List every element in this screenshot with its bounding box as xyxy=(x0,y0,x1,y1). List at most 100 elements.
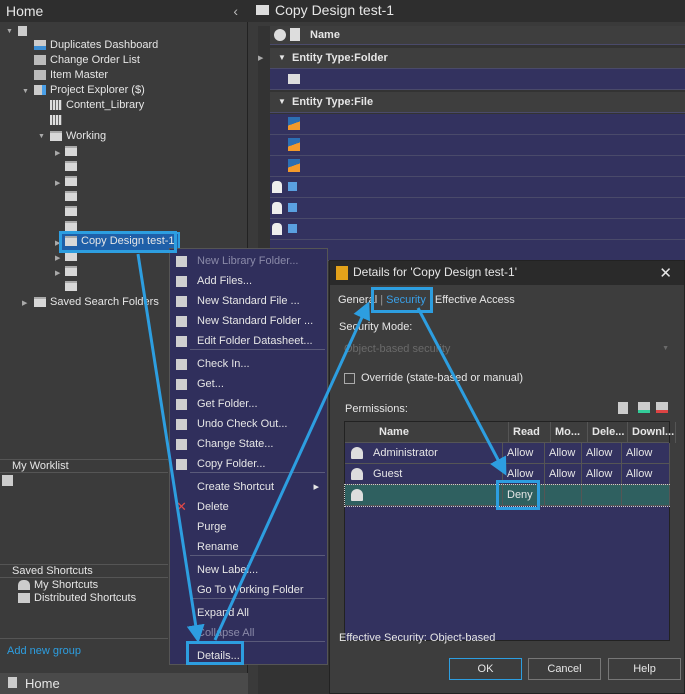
tree-item-working[interactable]: Working xyxy=(50,129,106,144)
column-header[interactable]: Dele... xyxy=(588,422,628,443)
copy-icon[interactable] xyxy=(618,402,628,414)
name-column-header[interactable]: Name xyxy=(310,29,340,41)
menu-item-expand-all[interactable]: Expand All xyxy=(170,603,327,623)
close-icon[interactable]: ✕ xyxy=(659,265,672,282)
tree-item-library[interactable] xyxy=(50,113,66,128)
menu-item-delete[interactable]: ✕Delete xyxy=(170,497,327,517)
menu-item-edit-folder-datasheet[interactable]: Edit Folder Datasheet... xyxy=(170,331,327,351)
tree-item-copy-design-test-1[interactable]: Copy Design test-1 xyxy=(60,232,180,252)
override-checkbox[interactable] xyxy=(344,373,355,384)
shortcut-distributed-shortcuts[interactable]: Distributed Shortcuts xyxy=(18,591,136,606)
menu-item-get-folder[interactable]: Get Folder... xyxy=(170,394,327,414)
tree-item-saved-search-folders[interactable]: Saved Search Folders xyxy=(34,295,159,310)
expand-icon[interactable]: ▼ xyxy=(6,28,13,35)
tree-folder[interactable] xyxy=(65,219,81,234)
lock-icon xyxy=(272,181,282,193)
label: Add Files... xyxy=(197,275,253,287)
change-state-icon xyxy=(176,439,187,450)
menu-item-change-state[interactable]: Change State... xyxy=(170,434,327,454)
worklist-edit-icon[interactable] xyxy=(2,475,13,486)
tree-item-change-order-list[interactable]: Change Order List xyxy=(34,53,140,68)
vault-root[interactable] xyxy=(18,24,31,39)
menu-item-copy-folder[interactable]: Copy Folder... xyxy=(170,454,327,474)
tab-security[interactable]: Security xyxy=(386,294,426,306)
menu-item-new-label[interactable]: New Label... xyxy=(170,560,327,580)
menu-item-collapse-all[interactable]: Collapse All xyxy=(170,623,327,643)
expand-icon[interactable]: ▶ xyxy=(22,300,28,307)
menu-item-check-in[interactable]: Check In... xyxy=(170,354,327,374)
tree-folder[interactable] xyxy=(65,174,81,189)
menu-item-new-standard-file[interactable]: New Standard File ... xyxy=(170,291,327,311)
menu-item-add-files[interactable]: Add Files... xyxy=(170,271,327,291)
expand-icon[interactable]: ▶ xyxy=(55,150,61,157)
grid-row[interactable] xyxy=(270,219,685,240)
expand-icon[interactable]: ▶ xyxy=(55,240,61,247)
tree-folder[interactable] xyxy=(65,189,81,204)
tree-item-project-explorer[interactable]: Project Explorer ($) xyxy=(34,83,145,98)
column-header[interactable]: Name xyxy=(375,422,509,443)
tree-item-item-master[interactable]: Item Master xyxy=(34,68,108,83)
menu-item-new-library-folder[interactable]: New Library Folder... xyxy=(170,251,327,271)
column-header[interactable]: Read xyxy=(509,422,551,443)
grid-row[interactable] xyxy=(270,198,685,219)
column-header[interactable]: Mo... xyxy=(551,422,588,443)
tree-folder[interactable] xyxy=(65,204,81,219)
tree-folder[interactable] xyxy=(65,264,81,279)
status-column-icon[interactable] xyxy=(274,29,286,41)
library-icon xyxy=(50,115,62,126)
expand-icon[interactable]: ▼ xyxy=(38,133,45,140)
group-file[interactable]: ▼Entity Type:File xyxy=(270,92,685,113)
grid-row[interactable] xyxy=(270,135,685,156)
tab-effective-access[interactable]: Effective Access xyxy=(434,294,515,306)
tree-folder[interactable] xyxy=(65,144,81,159)
shortcut-my-shortcuts[interactable]: My Shortcuts xyxy=(18,578,98,593)
grid-row[interactable] xyxy=(270,156,685,177)
remove-entry-icon[interactable] xyxy=(656,402,668,413)
grid-row[interactable] xyxy=(270,114,685,135)
ok-button[interactable]: OK xyxy=(449,658,522,680)
home-tab[interactable]: Home xyxy=(0,673,248,694)
column-header[interactable]: Downl... xyxy=(628,422,676,443)
menu-item-undo-check-out[interactable]: Undo Check Out... xyxy=(170,414,327,434)
folder-icon xyxy=(65,161,77,172)
permission-row[interactable]: Deny xyxy=(344,484,670,507)
security-mode-select[interactable]: Object-based security▼ xyxy=(339,341,671,359)
grid-row[interactable] xyxy=(270,69,685,90)
menu-item-go-to-working-folder[interactable]: Go To Working Folder xyxy=(170,580,327,600)
folder-icon xyxy=(65,176,77,187)
delete-icon: ✕ xyxy=(176,499,187,514)
file-type-column-icon[interactable] xyxy=(290,28,300,41)
add-entry-icon[interactable] xyxy=(638,402,650,413)
menu-item-rename[interactable]: Rename xyxy=(170,537,327,557)
part-icon xyxy=(288,203,297,212)
label: Change Order List xyxy=(50,54,140,66)
chevron-left-icon[interactable]: ‹ xyxy=(233,3,238,19)
add-new-group-link[interactable]: Add new group xyxy=(7,645,81,657)
grid-row[interactable] xyxy=(270,177,685,198)
tree-item-duplicates-dashboard[interactable]: Duplicates Dashboard xyxy=(34,38,158,53)
expand-icon[interactable]: ▶ xyxy=(55,180,61,187)
help-button[interactable]: Help xyxy=(608,658,681,680)
expand-icon[interactable]: ▶ xyxy=(55,270,61,277)
shortcuts-title: Saved Shortcuts xyxy=(12,565,93,577)
menu-item-get[interactable]: Get... xyxy=(170,374,327,394)
tree-item-content-library[interactable]: Content_Library xyxy=(50,98,144,113)
tree-folder[interactable] xyxy=(65,279,81,294)
expand-icon[interactable]: ▼ xyxy=(22,88,29,95)
permission-cell: Allow xyxy=(582,443,622,464)
user-icon xyxy=(18,580,30,591)
expand-icon[interactable]: ▶ xyxy=(55,255,61,262)
tree-folder[interactable] xyxy=(65,159,81,174)
menu-item-new-standard-folder[interactable]: New Standard Folder ... xyxy=(170,311,327,331)
part-icon xyxy=(288,224,297,233)
menu-item-create-shortcut[interactable]: Create Shortcut▸ xyxy=(170,477,327,497)
cancel-button[interactable]: Cancel xyxy=(528,658,601,680)
menu-item-details[interactable]: Details... xyxy=(170,646,327,666)
menu-item-purge[interactable]: Purge xyxy=(170,517,327,537)
expand-icon[interactable]: ▶ xyxy=(258,55,264,62)
permission-cell: Allow xyxy=(582,464,622,485)
group-folder[interactable]: ▼Entity Type:Folder xyxy=(270,48,685,69)
